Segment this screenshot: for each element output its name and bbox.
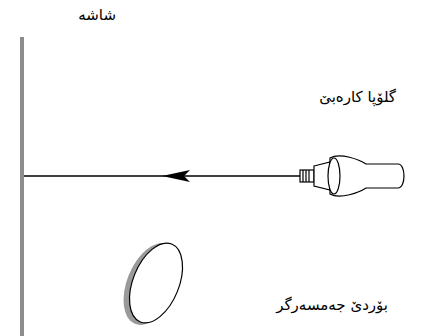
bulb-base xyxy=(300,170,314,182)
mirror-label: بۆردێ جەمسەرگر xyxy=(276,296,388,314)
flashlight-lens xyxy=(328,158,340,194)
flashlight-body xyxy=(330,156,404,196)
screen xyxy=(20,37,24,336)
flashlight xyxy=(300,156,404,196)
ray-arrowhead xyxy=(162,170,190,182)
flashlight-label: گلۆپا کارەبێ xyxy=(319,88,396,106)
mirror-face xyxy=(119,235,193,330)
thread xyxy=(302,170,303,182)
screen-label: شاشه xyxy=(78,6,116,24)
concave-mirror xyxy=(113,235,193,333)
thread xyxy=(305,170,306,182)
thread xyxy=(308,170,309,182)
